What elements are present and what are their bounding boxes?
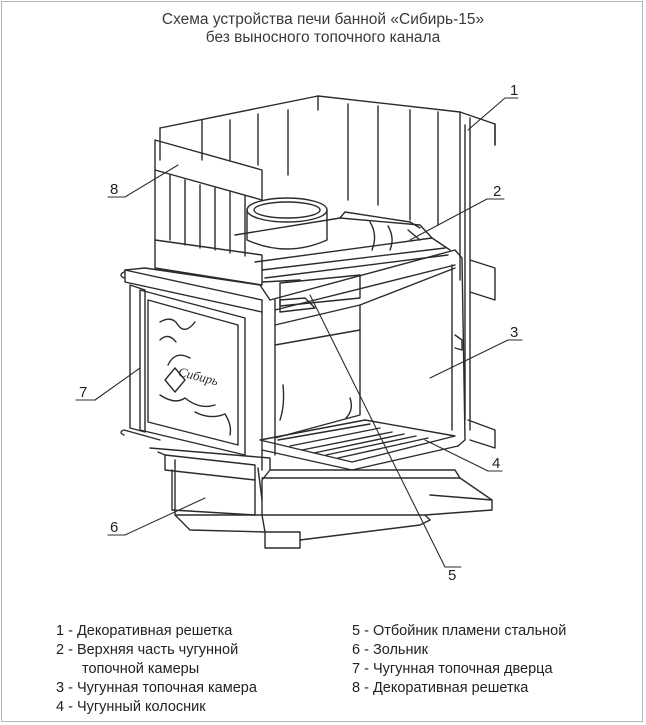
diagram-title: Схема устройства печи банной «Сибирь-15» (161, 11, 485, 28)
legend-item-2-cont: топочной камеры (82, 661, 200, 677)
legend-item-2: 2 - Верхняя часть чугунной (56, 642, 239, 658)
legend-item-5: 5 - Отбойник пламени стальной (352, 623, 567, 639)
callout-1: 1 (510, 82, 518, 99)
legend-right: 5 - Отбойник пламени стальной 6 - Зольни… (352, 622, 566, 698)
grate (259, 419, 459, 471)
legend-item-7: 7 - Чугунная топочная дверца (352, 661, 553, 677)
flame-deflector (279, 274, 361, 307)
ash-box (149, 447, 271, 516)
callout-4: 4 (492, 455, 500, 472)
callout-6: 6 (110, 519, 118, 536)
legend-item-8: 8 - Декоративная решетка (352, 680, 529, 696)
decorative-grille-front (154, 139, 263, 286)
firebox-door (120, 269, 263, 456)
callout-3: 3 (510, 324, 518, 341)
callout-2: 2 (493, 183, 501, 200)
legend-item-6: 6 - Зольник (352, 642, 428, 658)
firebox-chamber (124, 249, 466, 471)
callout-5: 5 (448, 567, 456, 584)
legend-left: 1 - Декоративная решетка 2 - Верхняя час… (56, 622, 257, 717)
callout-8: 8 (110, 181, 118, 198)
legend-item-1: 1 - Декоративная решетка (56, 623, 233, 639)
door-emblem: Сибирь (177, 364, 220, 388)
decorative-grille-side (159, 95, 496, 449)
callout-7: 7 (79, 384, 87, 401)
base-stand (174, 459, 493, 549)
legend-item-3: 3 - Чугунная топочная камера (56, 680, 257, 696)
legend-item-4: 4 - Чугунный колосник (56, 699, 206, 715)
firebox-top (234, 197, 451, 283)
callout-lines (75, 97, 523, 568)
diagram-subtitle: без выносного топочного канала (205, 29, 441, 46)
